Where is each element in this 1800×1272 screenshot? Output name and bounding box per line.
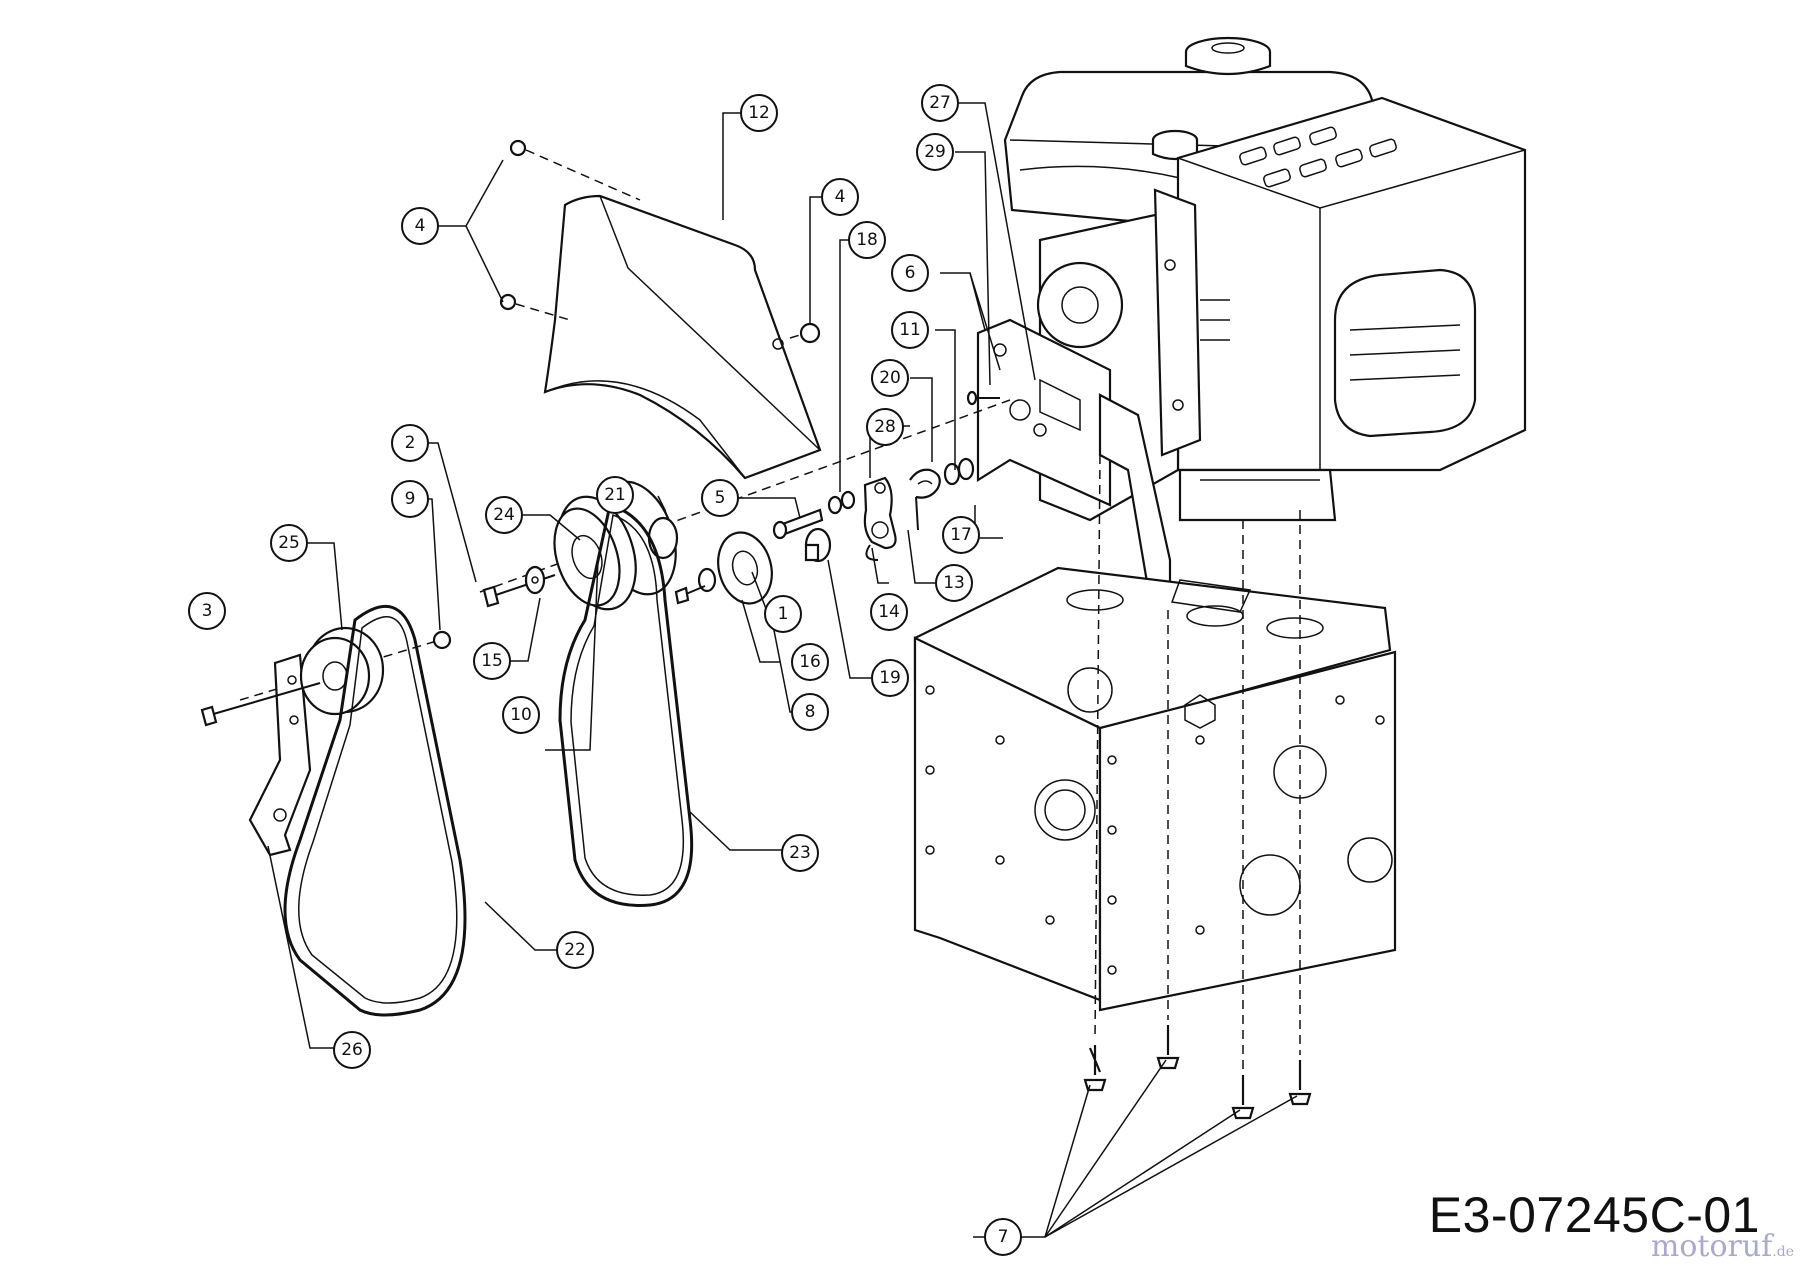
callout-label: 11 bbox=[899, 320, 921, 340]
callout: 3 bbox=[188, 592, 226, 630]
callout-label: 13 bbox=[943, 573, 965, 593]
callout-label: 10 bbox=[510, 705, 532, 725]
frame-housing bbox=[913, 566, 1397, 1012]
engine bbox=[1003, 36, 1527, 522]
callout: 18 bbox=[848, 221, 886, 259]
callout: 15 bbox=[473, 642, 511, 680]
callout-label: 17 bbox=[950, 525, 972, 545]
callout-label: 16 bbox=[799, 652, 821, 672]
callout-label: 5 bbox=[715, 488, 726, 508]
callout-label: 12 bbox=[748, 103, 770, 123]
drive-belts bbox=[283, 503, 694, 1017]
callout-label: 7 bbox=[998, 1227, 1009, 1247]
callout-label: 24 bbox=[493, 505, 515, 525]
callout-label: 2 bbox=[405, 433, 416, 453]
callout: 4 bbox=[401, 207, 439, 245]
callout: 26 bbox=[333, 1031, 371, 1069]
callout-label: 25 bbox=[278, 533, 300, 553]
idler-pulley-assembly bbox=[200, 626, 452, 857]
callout: 22 bbox=[556, 931, 594, 969]
callout: 13 bbox=[935, 564, 973, 602]
pulley-bolt-washer bbox=[482, 565, 556, 608]
watermark-name: motoruf bbox=[1650, 1229, 1773, 1264]
callout: 21 bbox=[596, 476, 634, 514]
callout: 17 bbox=[942, 516, 980, 554]
callout-label: 23 bbox=[789, 843, 811, 863]
callout: 8 bbox=[791, 693, 829, 731]
callout-label: 28 bbox=[874, 417, 896, 437]
callout: 10 bbox=[502, 696, 540, 734]
idler-arm-spring bbox=[863, 457, 975, 561]
callout: 25 bbox=[270, 524, 308, 562]
callout: 29 bbox=[916, 133, 954, 171]
callout-label: 6 bbox=[905, 263, 916, 283]
callout: 7 bbox=[984, 1218, 1022, 1256]
callout-label: 4 bbox=[835, 187, 846, 207]
callout-label: 3 bbox=[202, 601, 213, 621]
callout-label: 8 bbox=[805, 702, 816, 722]
callout: 5 bbox=[701, 479, 739, 517]
callout: 2 bbox=[391, 424, 429, 462]
callout: 12 bbox=[740, 94, 778, 132]
callout-label: 9 bbox=[405, 489, 416, 509]
watermark-tld: .de bbox=[1772, 1244, 1794, 1260]
callout: 24 bbox=[485, 496, 523, 534]
callout-label: 1 bbox=[778, 604, 789, 624]
callout: 4 bbox=[821, 178, 859, 216]
cover-screws bbox=[499, 139, 821, 344]
callout-label: 18 bbox=[856, 230, 878, 250]
callout-label: 26 bbox=[341, 1040, 363, 1060]
callout-label: 15 bbox=[481, 651, 503, 671]
callout-label: 4 bbox=[415, 216, 426, 236]
callout-label: 29 bbox=[924, 142, 946, 162]
callout: 1 bbox=[764, 595, 802, 633]
callout-label: 21 bbox=[604, 485, 626, 505]
callout: 14 bbox=[870, 593, 908, 631]
callout-label: 20 bbox=[879, 368, 901, 388]
idler-centerline bbox=[239, 639, 441, 701]
bushing-bolt bbox=[772, 490, 856, 563]
callout: 23 bbox=[781, 834, 819, 872]
belt-cover bbox=[543, 194, 822, 480]
engine-mount-plate bbox=[966, 318, 1172, 602]
callout-label: 19 bbox=[879, 668, 901, 688]
callout: 27 bbox=[921, 84, 959, 122]
callout: 19 bbox=[871, 659, 909, 697]
mounting-bolts bbox=[1083, 454, 1312, 1120]
callout-label: 14 bbox=[878, 602, 900, 622]
callout: 9 bbox=[391, 480, 429, 518]
callout: 11 bbox=[891, 311, 929, 349]
watermark-logo: motoruf.de bbox=[1651, 1229, 1794, 1264]
callout: 6 bbox=[891, 254, 929, 292]
callout: 16 bbox=[791, 643, 829, 681]
callout-label: 27 bbox=[929, 93, 951, 113]
bearing-parts bbox=[674, 531, 773, 605]
callout: 28 bbox=[866, 408, 904, 446]
callout: 20 bbox=[871, 359, 909, 397]
drawing-code: E3-07245C-01 bbox=[1428, 1187, 1760, 1243]
callout-label: 22 bbox=[564, 940, 586, 960]
